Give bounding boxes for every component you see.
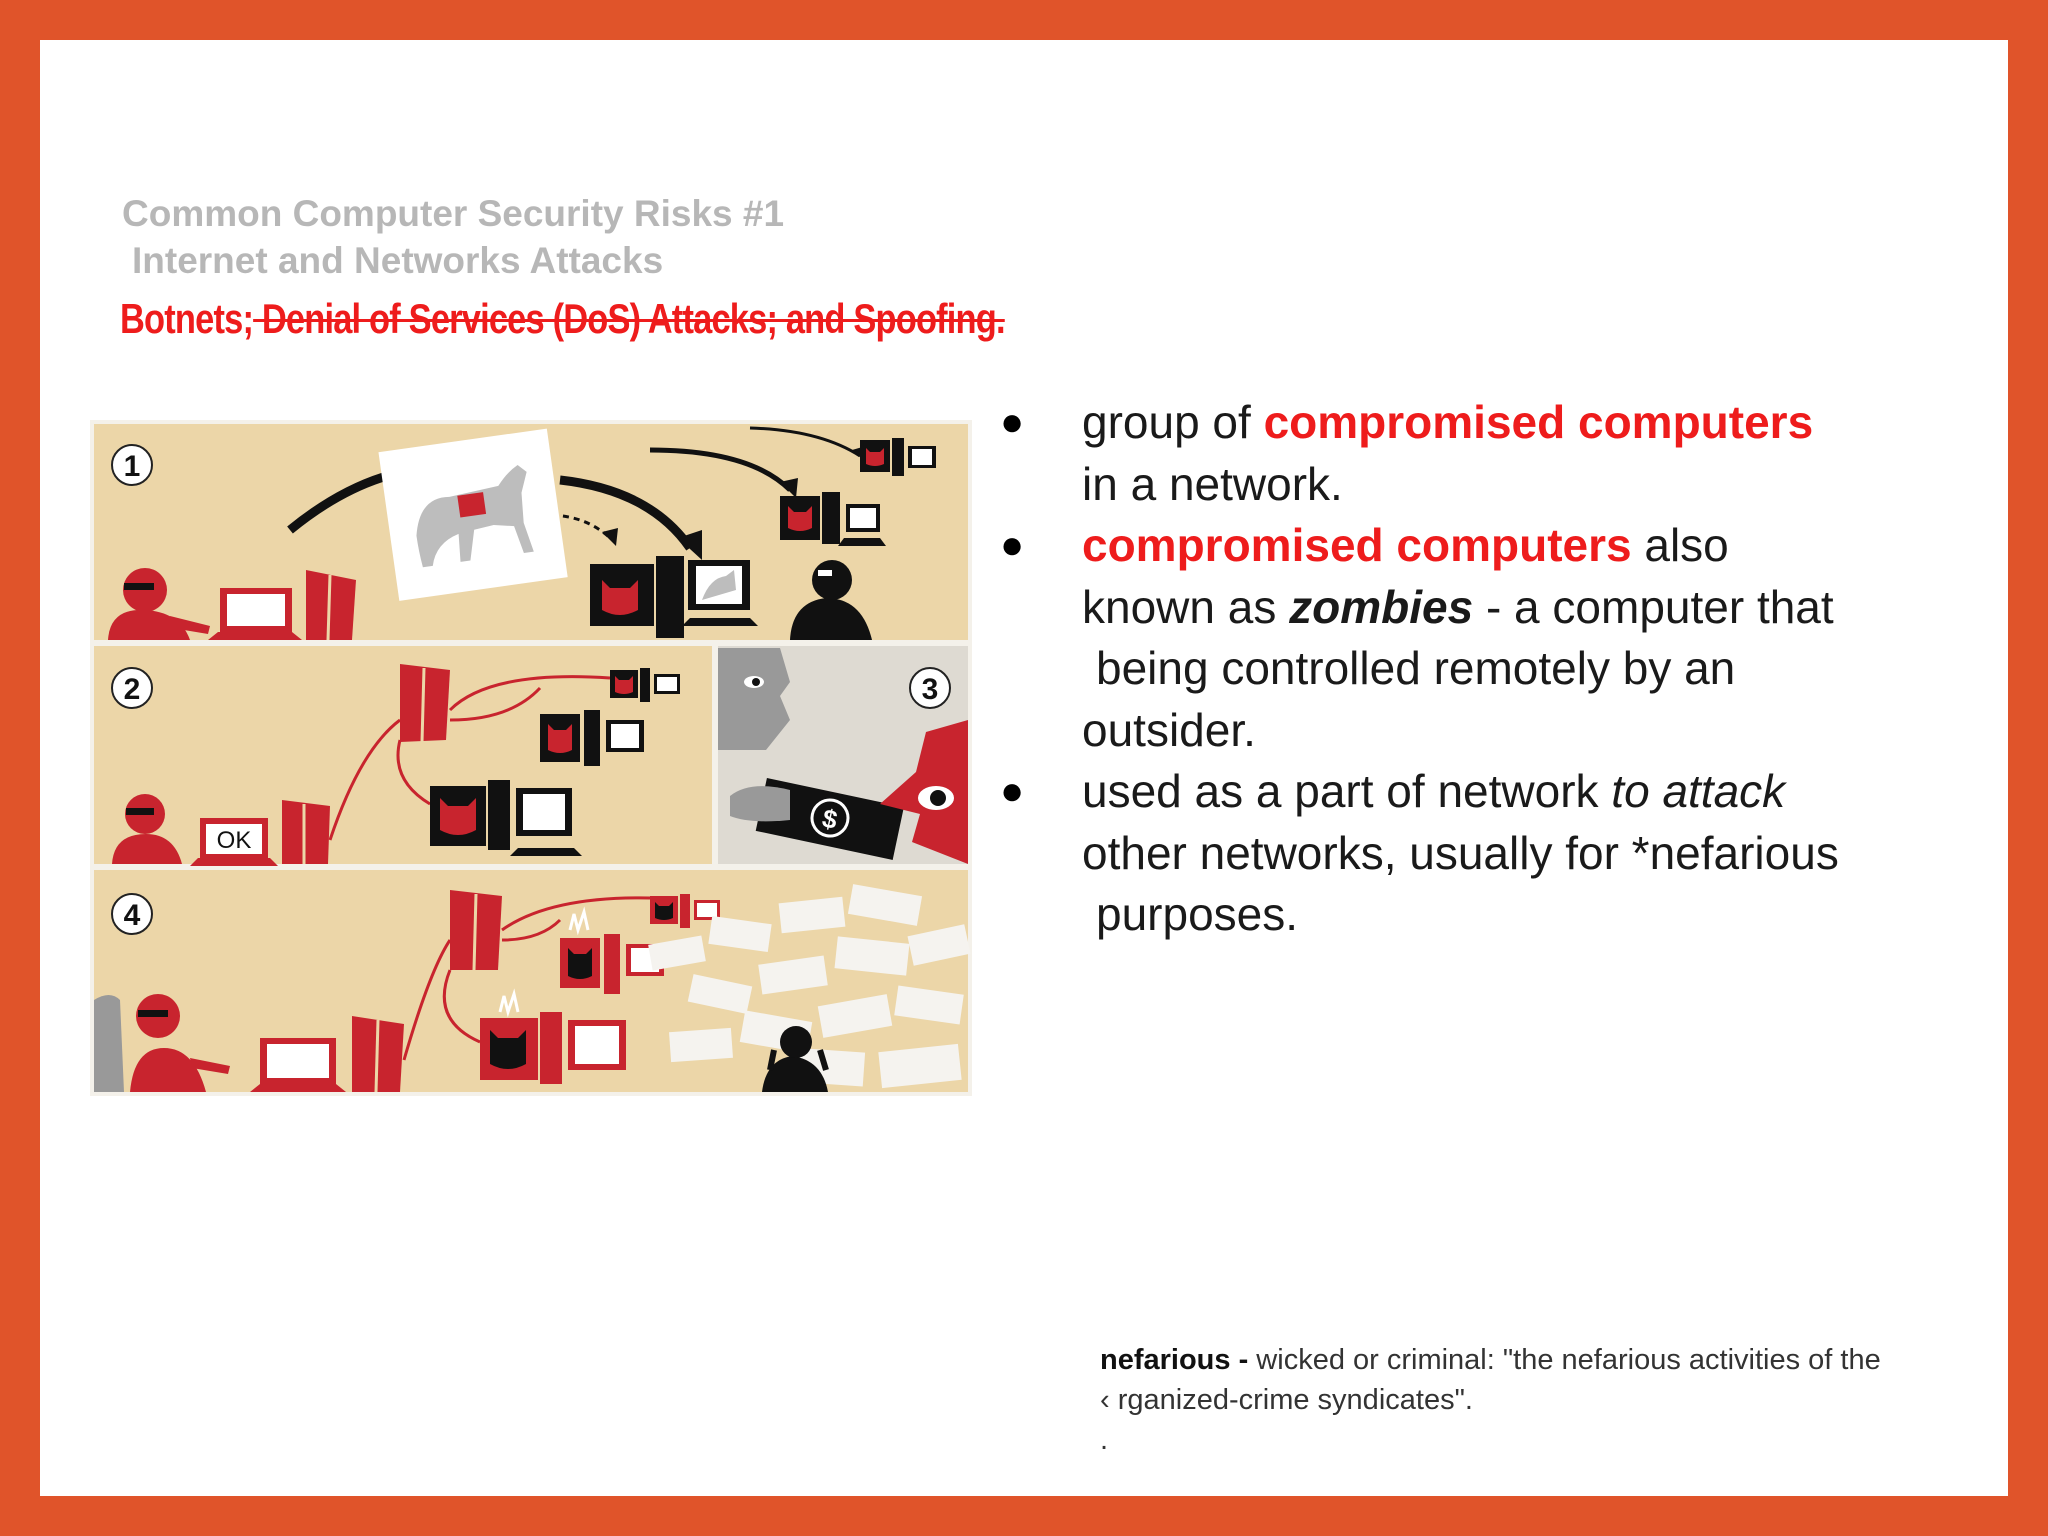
bullet-2: ● compromised computers also known as zo… (1000, 515, 1980, 761)
bullet-dot: ● (1000, 400, 1025, 444)
bullet-text: - a computer that (1473, 580, 1834, 633)
topic-line: Botnets; Denial of Services (DoS) Attack… (120, 295, 1006, 343)
panel-number-2: 2 (124, 673, 141, 706)
footnote-definition: wicked or criminal: "the nefarious activ… (1248, 1344, 1881, 1376)
footnote: nefarious - wicked or criminal: "the nef… (1100, 1340, 1980, 1460)
bullet-emphasis: zombies (1289, 580, 1474, 633)
bullet-text: group of (1082, 396, 1264, 448)
header-line-1: Common Computer Security Risks #1 (122, 193, 785, 234)
bullet-text: known as (1082, 580, 1290, 633)
footnote-term: nefarious - (1100, 1344, 1249, 1376)
botnet-illustration: 1 (90, 420, 972, 1096)
footnote-line-2: ‹ rganized-crime syndicates". (1100, 1384, 1473, 1416)
topic-struck: Denial of Services (DoS) Attacks; and Sp… (253, 295, 1006, 342)
bullet-dot: ● (1000, 523, 1025, 567)
bullet-text: used as a part of network (1082, 765, 1612, 817)
bullet-text: being controlled remotely by an (1096, 642, 1736, 694)
panel-number-1: 1 (124, 450, 141, 483)
bullet-list: ● group of compromised computers in a ne… (1000, 392, 1980, 946)
topic-active: Botnets (120, 295, 243, 342)
bullet-highlight: compromised computers (1082, 519, 1632, 571)
bullet-text: in a network. (1082, 457, 1343, 510)
bullet-1: ● group of compromised computers in a ne… (1000, 392, 1980, 515)
bullet-dot: ● (1000, 769, 1025, 813)
bullet-highlight: compromised computers (1263, 396, 1814, 448)
footnote-line-3: . (1100, 1424, 1109, 1456)
panel-number-3: 3 (922, 673, 939, 706)
dollar-sign: $ (820, 803, 841, 835)
ok-label: OK (217, 827, 252, 854)
panel-number-4: 4 (124, 899, 141, 932)
bullet-text: outsider. (1082, 703, 1256, 756)
slide: Common Computer Security Risks #1 Intern… (40, 40, 2008, 1496)
bullet-text: other networks, usually for *nefarious (1082, 826, 1839, 879)
topic-separator: ; (242, 295, 254, 342)
header-line-2: Internet and Networks Attacks (132, 240, 664, 281)
bullet-emphasis: to attack (1611, 765, 1786, 817)
bullet-text: purposes. (1096, 888, 1299, 940)
bullet-3: ● used as a part of network to attack ot… (1000, 761, 1980, 946)
bullet-text: also (1631, 519, 1729, 571)
